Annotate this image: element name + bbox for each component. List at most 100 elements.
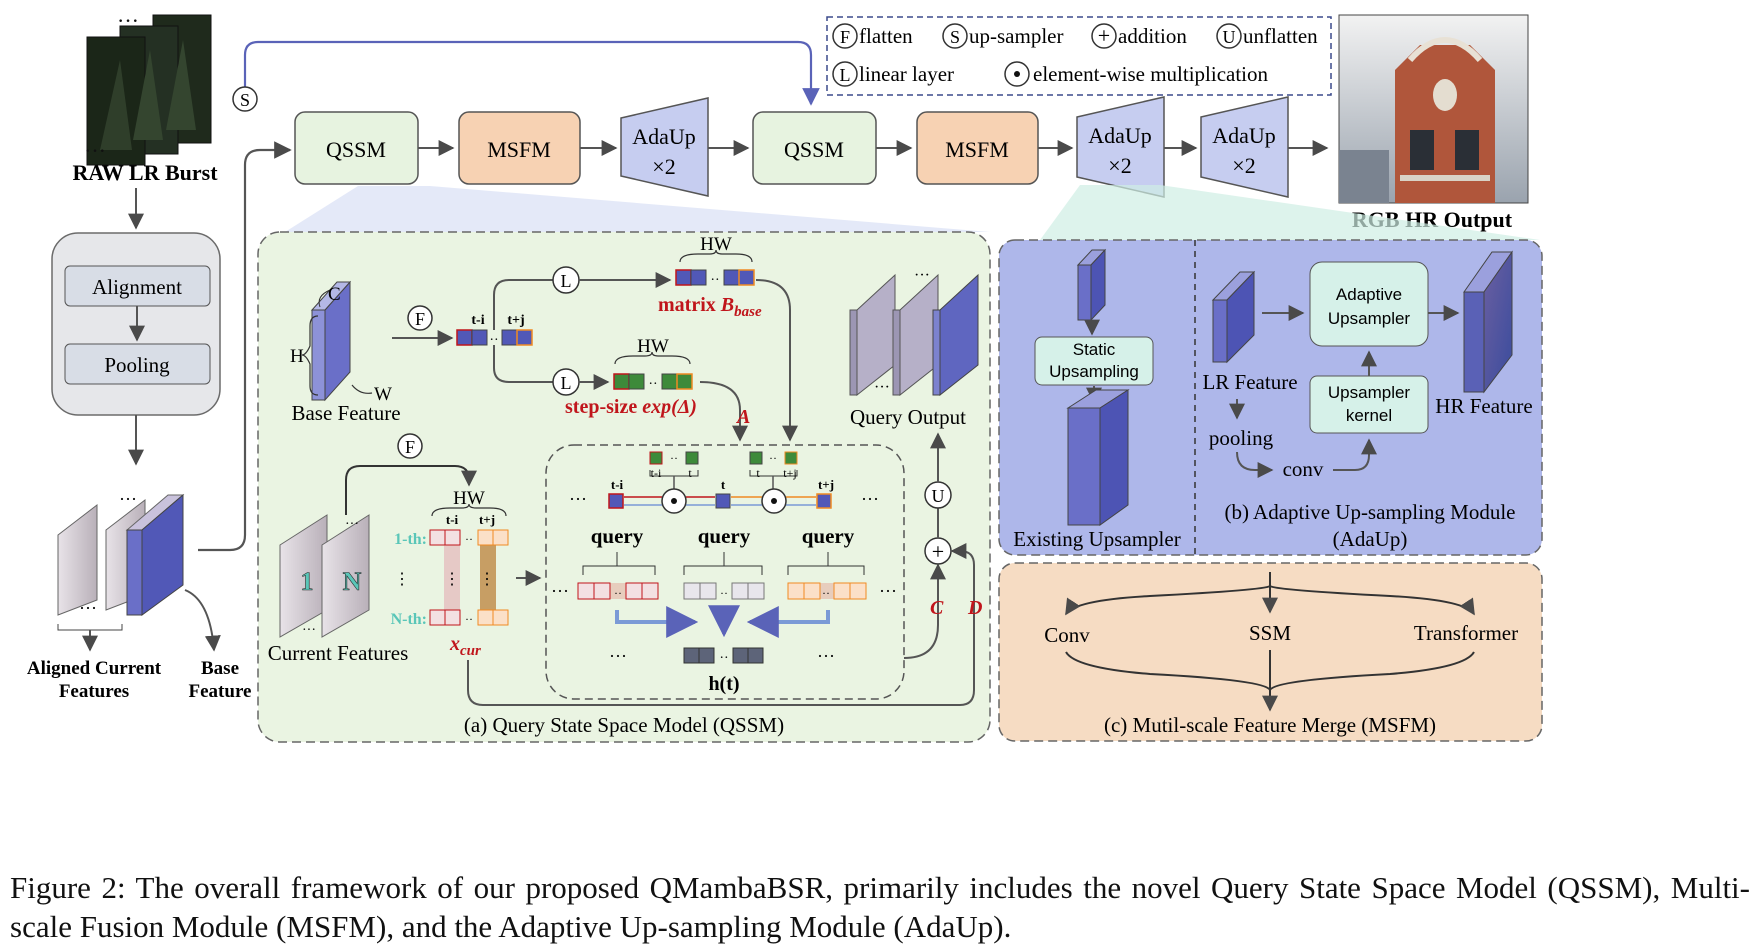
adaptive-upsampler-box <box>1309 261 1429 347</box>
msfm-conv: Conv <box>1044 623 1090 647</box>
adaup-panel-title-1: (b) Adaptive Up-sampling Module <box>1224 500 1515 524</box>
pooling-small-label: pooling <box>1209 426 1274 450</box>
preprocess-panel: Alignment Pooling <box>51 232 221 416</box>
hw-label-delta: HW <box>637 336 669 357</box>
letter-a: A <box>735 406 750 428</box>
letter-c: C <box>930 597 944 619</box>
legend-linear-symbol: L <box>840 65 851 85</box>
svg-text:···: ··· <box>879 581 897 601</box>
svg-text:··: ·· <box>648 377 657 392</box>
ht-tokens: ·· ··· ··· <box>609 646 835 666</box>
conv-small-label: conv <box>1283 457 1324 481</box>
svg-text:··: ·· <box>719 651 728 666</box>
legend-addition: addition <box>1118 24 1187 48</box>
x-cur-label: xcur <box>449 633 481 659</box>
adaup-block-1-x2: ×2 <box>652 154 675 179</box>
alignment-label: Alignment <box>92 275 182 299</box>
current-features-stack: ··· ··· <box>279 514 370 638</box>
svg-text:···: ··· <box>817 646 835 666</box>
msfm-ssm: SSM <box>1249 621 1291 645</box>
legend-unflatten-symbol: U <box>1223 27 1236 47</box>
step-size-tokens: ·· <box>613 373 693 392</box>
base-feature-w: W <box>374 384 392 405</box>
legend-add-symbol: + <box>1098 23 1110 48</box>
letter-d: D <box>967 597 982 619</box>
linear-symbol-1: L <box>561 271 572 291</box>
static-upsampling-2: Upsampling <box>1049 362 1139 381</box>
base-feature-slab <box>301 280 373 402</box>
figure-caption: Figure 2: The overall framework of our p… <box>10 870 1750 944</box>
scan-mini-tokens: ·· ·· <box>649 451 798 490</box>
row-1-th: 1-th: <box>394 531 427 548</box>
framework-diagram: ··· ··· RAW LR Burst Alignment Pooling ·… <box>27 8 1543 743</box>
hr-feature-slab <box>1463 250 1513 394</box>
legend-up-symbol: S <box>950 27 960 47</box>
scan-tj: t+j <box>818 477 834 492</box>
mini-ti: t-i <box>651 466 662 480</box>
aligned-current-label-2: Features <box>59 681 129 702</box>
mini-t-right: t <box>756 466 760 480</box>
current-features-label: Current Features <box>268 641 409 665</box>
svg-text:··: ·· <box>720 586 728 600</box>
legend-flatten: flatten <box>859 24 913 48</box>
lr-feature-slab <box>1211 270 1256 364</box>
msfm-panel-title: (c) Mutil-scale Feature Merge (MSFM) <box>1104 713 1436 737</box>
row-n-th: N-th: <box>391 611 427 628</box>
adaup-panel-title-2: (AdaUp) <box>1333 527 1408 551</box>
adaup-block-2-x2: ×2 <box>1108 153 1131 178</box>
base-feature-label-1: Base <box>201 658 239 679</box>
legend-unflatten: unflatten <box>1243 24 1318 48</box>
msfm-block-1-label: MSFM <box>487 137 551 162</box>
svg-text:···: ··· <box>79 598 97 618</box>
lr-feature-label: LR Feature <box>1202 370 1297 394</box>
scan-ti: t-i <box>611 477 624 492</box>
existing-hr-slab <box>1066 389 1130 526</box>
current-feature-n: N <box>343 567 362 596</box>
svg-text:···: ··· <box>609 646 627 666</box>
pooling-label: Pooling <box>104 353 170 377</box>
adaup-block-1 <box>620 97 709 197</box>
flatten-symbol-2: F <box>405 437 415 457</box>
qssm-block-1-label: QSSM <box>326 137 386 162</box>
base-feature-label: Base Feature <box>291 401 400 425</box>
step-size-label: step-size exp(Δ) <box>565 396 697 418</box>
token-tj-1: t+j <box>507 313 524 328</box>
adaup-block-3-label: AdaUp <box>1212 123 1276 148</box>
upsampler-kernel-2: kernel <box>1346 406 1392 425</box>
query-label-left: query <box>591 524 644 548</box>
svg-text:··: ·· <box>670 451 678 465</box>
rgb-hr-output-image <box>1338 14 1529 204</box>
x-cur-ti: t-i <box>446 512 459 527</box>
msfm-transformer: Transformer <box>1414 621 1518 645</box>
msfm-block-2-label: MSFM <box>945 137 1009 162</box>
addition-symbol: + <box>932 539 944 564</box>
current-feature-1: 1 <box>301 567 314 596</box>
hw-label-xcur: HW <box>453 488 485 509</box>
aligned-features-stack: ··· ··· <box>57 489 185 652</box>
flattened-tokens: ·· <box>456 329 533 348</box>
legend-element-wise: element-wise multiplication <box>1033 62 1269 86</box>
upsampler-s-symbol: S <box>232 86 258 112</box>
raw-lr-burst-label: RAW LR Burst <box>72 160 218 185</box>
scan-row: ··· ··· <box>569 488 879 514</box>
svg-text:··: ·· <box>822 586 830 600</box>
qssm-panel-title: (a) Query State Space Model (QSSM) <box>464 713 784 737</box>
pooling-box <box>64 343 211 385</box>
aligned-current-label-1: Aligned Current <box>27 658 162 679</box>
adaptive-upsampler-2: Upsampler <box>1328 309 1411 328</box>
static-upsampling-1: Static <box>1073 340 1116 359</box>
svg-text:⋮: ⋮ <box>394 571 410 588</box>
flatten-symbol-1: F <box>415 309 425 329</box>
svg-text:··: ·· <box>465 612 473 626</box>
base-feature-c: C <box>328 284 341 305</box>
mini-t-left: t <box>688 466 692 480</box>
legend-linear-layer: linear layer <box>859 62 954 86</box>
query-token-row: ·· ·· ·· ··· ··· <box>551 581 897 601</box>
raw-lr-burst-stack: ··· ··· <box>84 8 212 166</box>
svg-text:···: ··· <box>914 267 930 284</box>
query-output-stack: ··· ··· <box>849 267 979 397</box>
token-ti-1: t-i <box>471 313 484 328</box>
legend: F flatten S up-sampler + addition U unfl… <box>826 16 1332 96</box>
scan-box <box>545 444 905 700</box>
qssm-block-2-label: QSSM <box>784 137 844 162</box>
